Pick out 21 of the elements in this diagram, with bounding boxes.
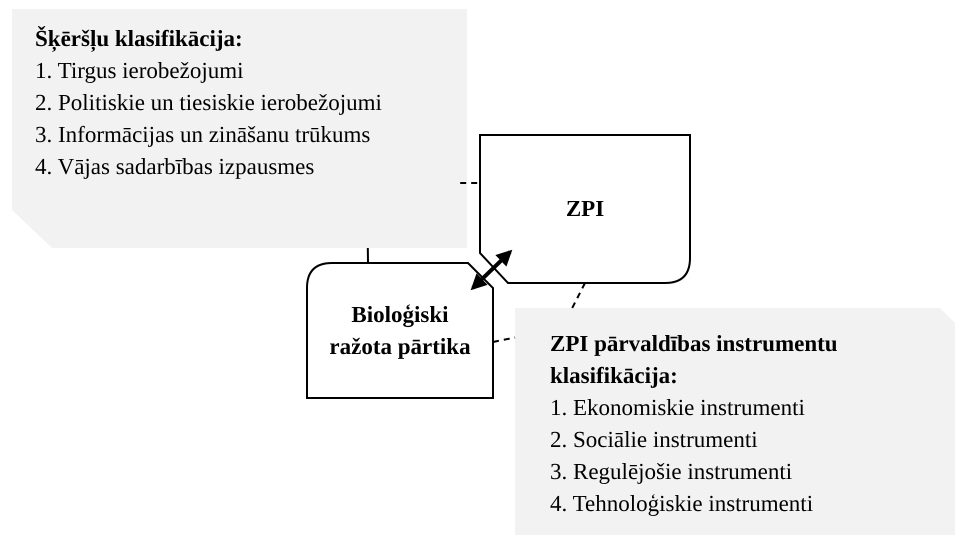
- panel-heading: ZPI pārvaldības instrumentu klasifikācija:: [550, 330, 839, 390]
- list-item: 3. Informācijas un zināšanu trūkums: [35, 121, 372, 149]
- list-item: 2. Sociālie instrumenti: [550, 426, 759, 454]
- panel-heading: Šķēršļu klasifikācija:: [35, 25, 244, 54]
- list-item: 4. Tehnoloģiskie instrumenti: [550, 490, 814, 518]
- box-label: ZPI: [566, 195, 604, 223]
- list-item: 3. Regulējošie instrumenti: [550, 458, 794, 486]
- connector-line: [460, 182, 480, 184]
- process-box: [480, 135, 690, 283]
- list-item: 4. Vājas sadarbības izpausmes: [35, 153, 316, 181]
- box-label: Bioloģiski ražota pārtika: [328, 300, 472, 361]
- connector-line: [571, 282, 586, 308]
- arrow: [470, 250, 512, 290]
- callout-panel: [12, 9, 467, 248]
- list-item: 1. Ekonomiskie instrumenti: [550, 394, 806, 422]
- list-item: 2. Politiskie un tiesiskie ierobežojumi: [35, 89, 383, 117]
- connector-line: [492, 336, 516, 343]
- list-item: 1. Tirgus ierobežojumi: [35, 57, 245, 85]
- connector-line: [366, 248, 369, 264]
- callout-panel: [515, 308, 955, 535]
- process-box: [307, 263, 493, 398]
